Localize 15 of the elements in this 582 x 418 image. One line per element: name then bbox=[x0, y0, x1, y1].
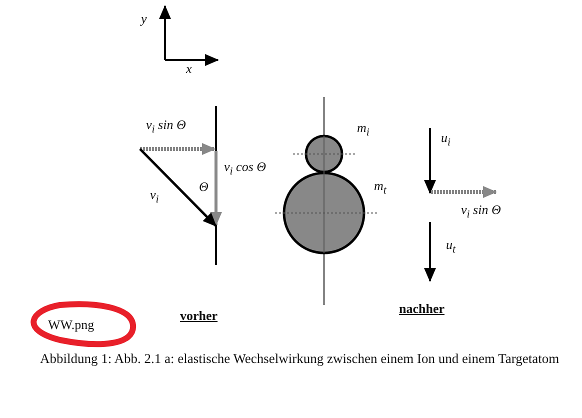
section-label: nachher bbox=[399, 302, 444, 316]
mass-label: m$_{i}$ bbox=[357, 121, 370, 140]
axis-label: y bbox=[141, 12, 147, 26]
figure-caption: Abbildung 1: Abb. 2.1 a: elastische Wechselwirkung zwischen einem Ion und einem Targetatom bbox=[40, 350, 560, 368]
angle-label: Θ bbox=[199, 180, 208, 194]
axis-label: x bbox=[186, 62, 192, 76]
file-name: WW.png bbox=[48, 318, 94, 332]
mass-label: m$_{t}$ bbox=[374, 179, 386, 198]
vector-label: v$_{i}$ sin Θ bbox=[461, 203, 501, 222]
vector-label: v$_{i}$ sin Θ bbox=[146, 118, 186, 136]
vector-label: u$_{t}$ bbox=[446, 238, 456, 256]
section-label: vorher bbox=[180, 309, 218, 324]
vector-label: v$_{i}$ bbox=[150, 188, 159, 206]
vector-label: v$_{i}$ cos Θ bbox=[224, 160, 266, 178]
vector-label: u$_{i}$ bbox=[441, 131, 451, 150]
